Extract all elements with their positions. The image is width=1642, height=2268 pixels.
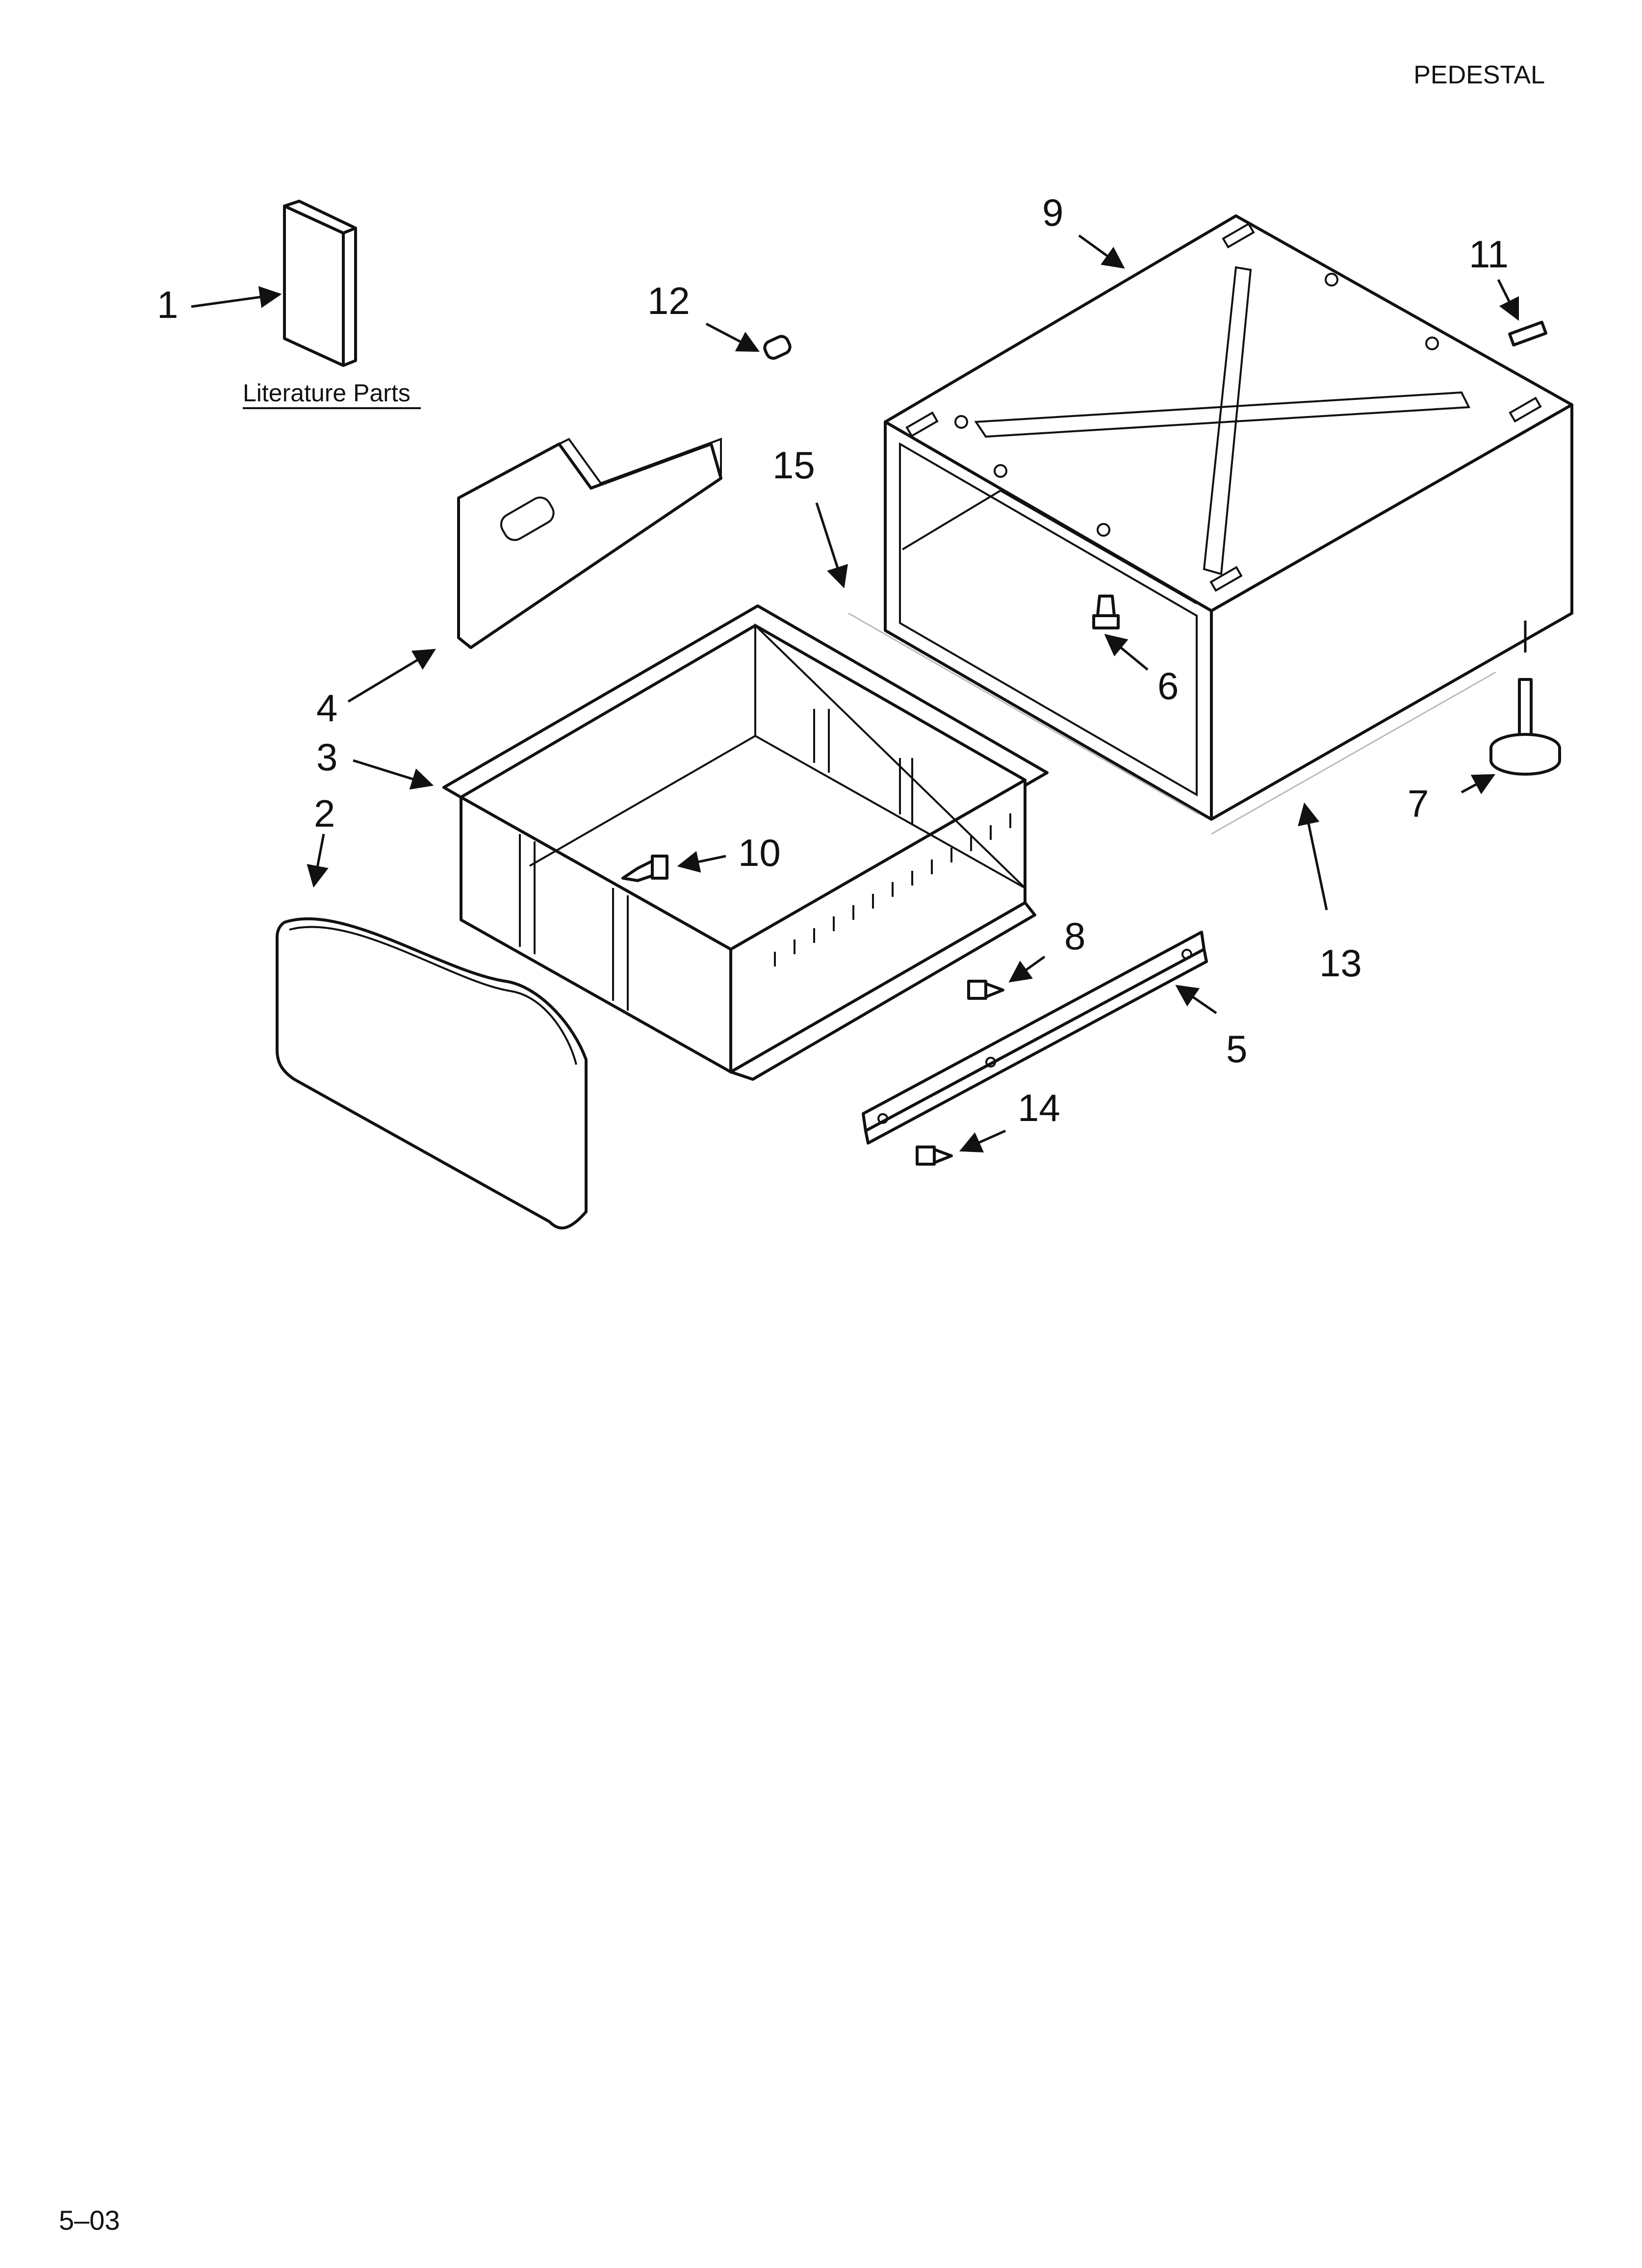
drawer-slide bbox=[862, 931, 1208, 1145]
literature-parts-label: Literature Parts bbox=[243, 379, 410, 407]
callout-15: 15 bbox=[772, 443, 815, 487]
drawer-tub bbox=[442, 604, 1049, 1081]
callout-7: 7 bbox=[1408, 782, 1429, 825]
callout-11: 11 bbox=[1469, 233, 1509, 276]
page-code: 5–03 bbox=[59, 2205, 120, 2236]
pad-part bbox=[1508, 320, 1547, 347]
callout-14: 14 bbox=[1018, 1086, 1060, 1129]
callout-10: 10 bbox=[738, 831, 781, 874]
literature-booklet bbox=[283, 200, 357, 367]
callout-13: 13 bbox=[1319, 941, 1362, 985]
callout-9: 9 bbox=[1042, 191, 1063, 234]
callout-8: 8 bbox=[1064, 914, 1085, 958]
ref-line-13 bbox=[1211, 671, 1496, 835]
callout-4: 4 bbox=[316, 686, 337, 730]
slide-screw bbox=[967, 980, 1004, 1000]
page-title: PEDESTAL bbox=[1413, 61, 1545, 89]
callout-6: 6 bbox=[1157, 664, 1179, 707]
callout-1: 1 bbox=[157, 283, 178, 326]
cabinet-screw bbox=[1092, 595, 1120, 629]
leveling-leg bbox=[1489, 678, 1561, 776]
plug-part bbox=[763, 335, 792, 360]
callout-2: 2 bbox=[314, 792, 335, 835]
slide-screw-14 bbox=[916, 1146, 953, 1166]
divider-panel bbox=[457, 438, 722, 649]
callout-3: 3 bbox=[316, 735, 337, 779]
callout-arrows bbox=[191, 234, 1519, 1153]
ref-line-15 bbox=[848, 612, 1200, 815]
drawer-front bbox=[276, 917, 588, 1229]
callout-12: 12 bbox=[647, 279, 690, 322]
pedestal-cabinet bbox=[884, 214, 1573, 821]
callout-5: 5 bbox=[1226, 1027, 1247, 1070]
drawer-screw bbox=[621, 855, 668, 882]
